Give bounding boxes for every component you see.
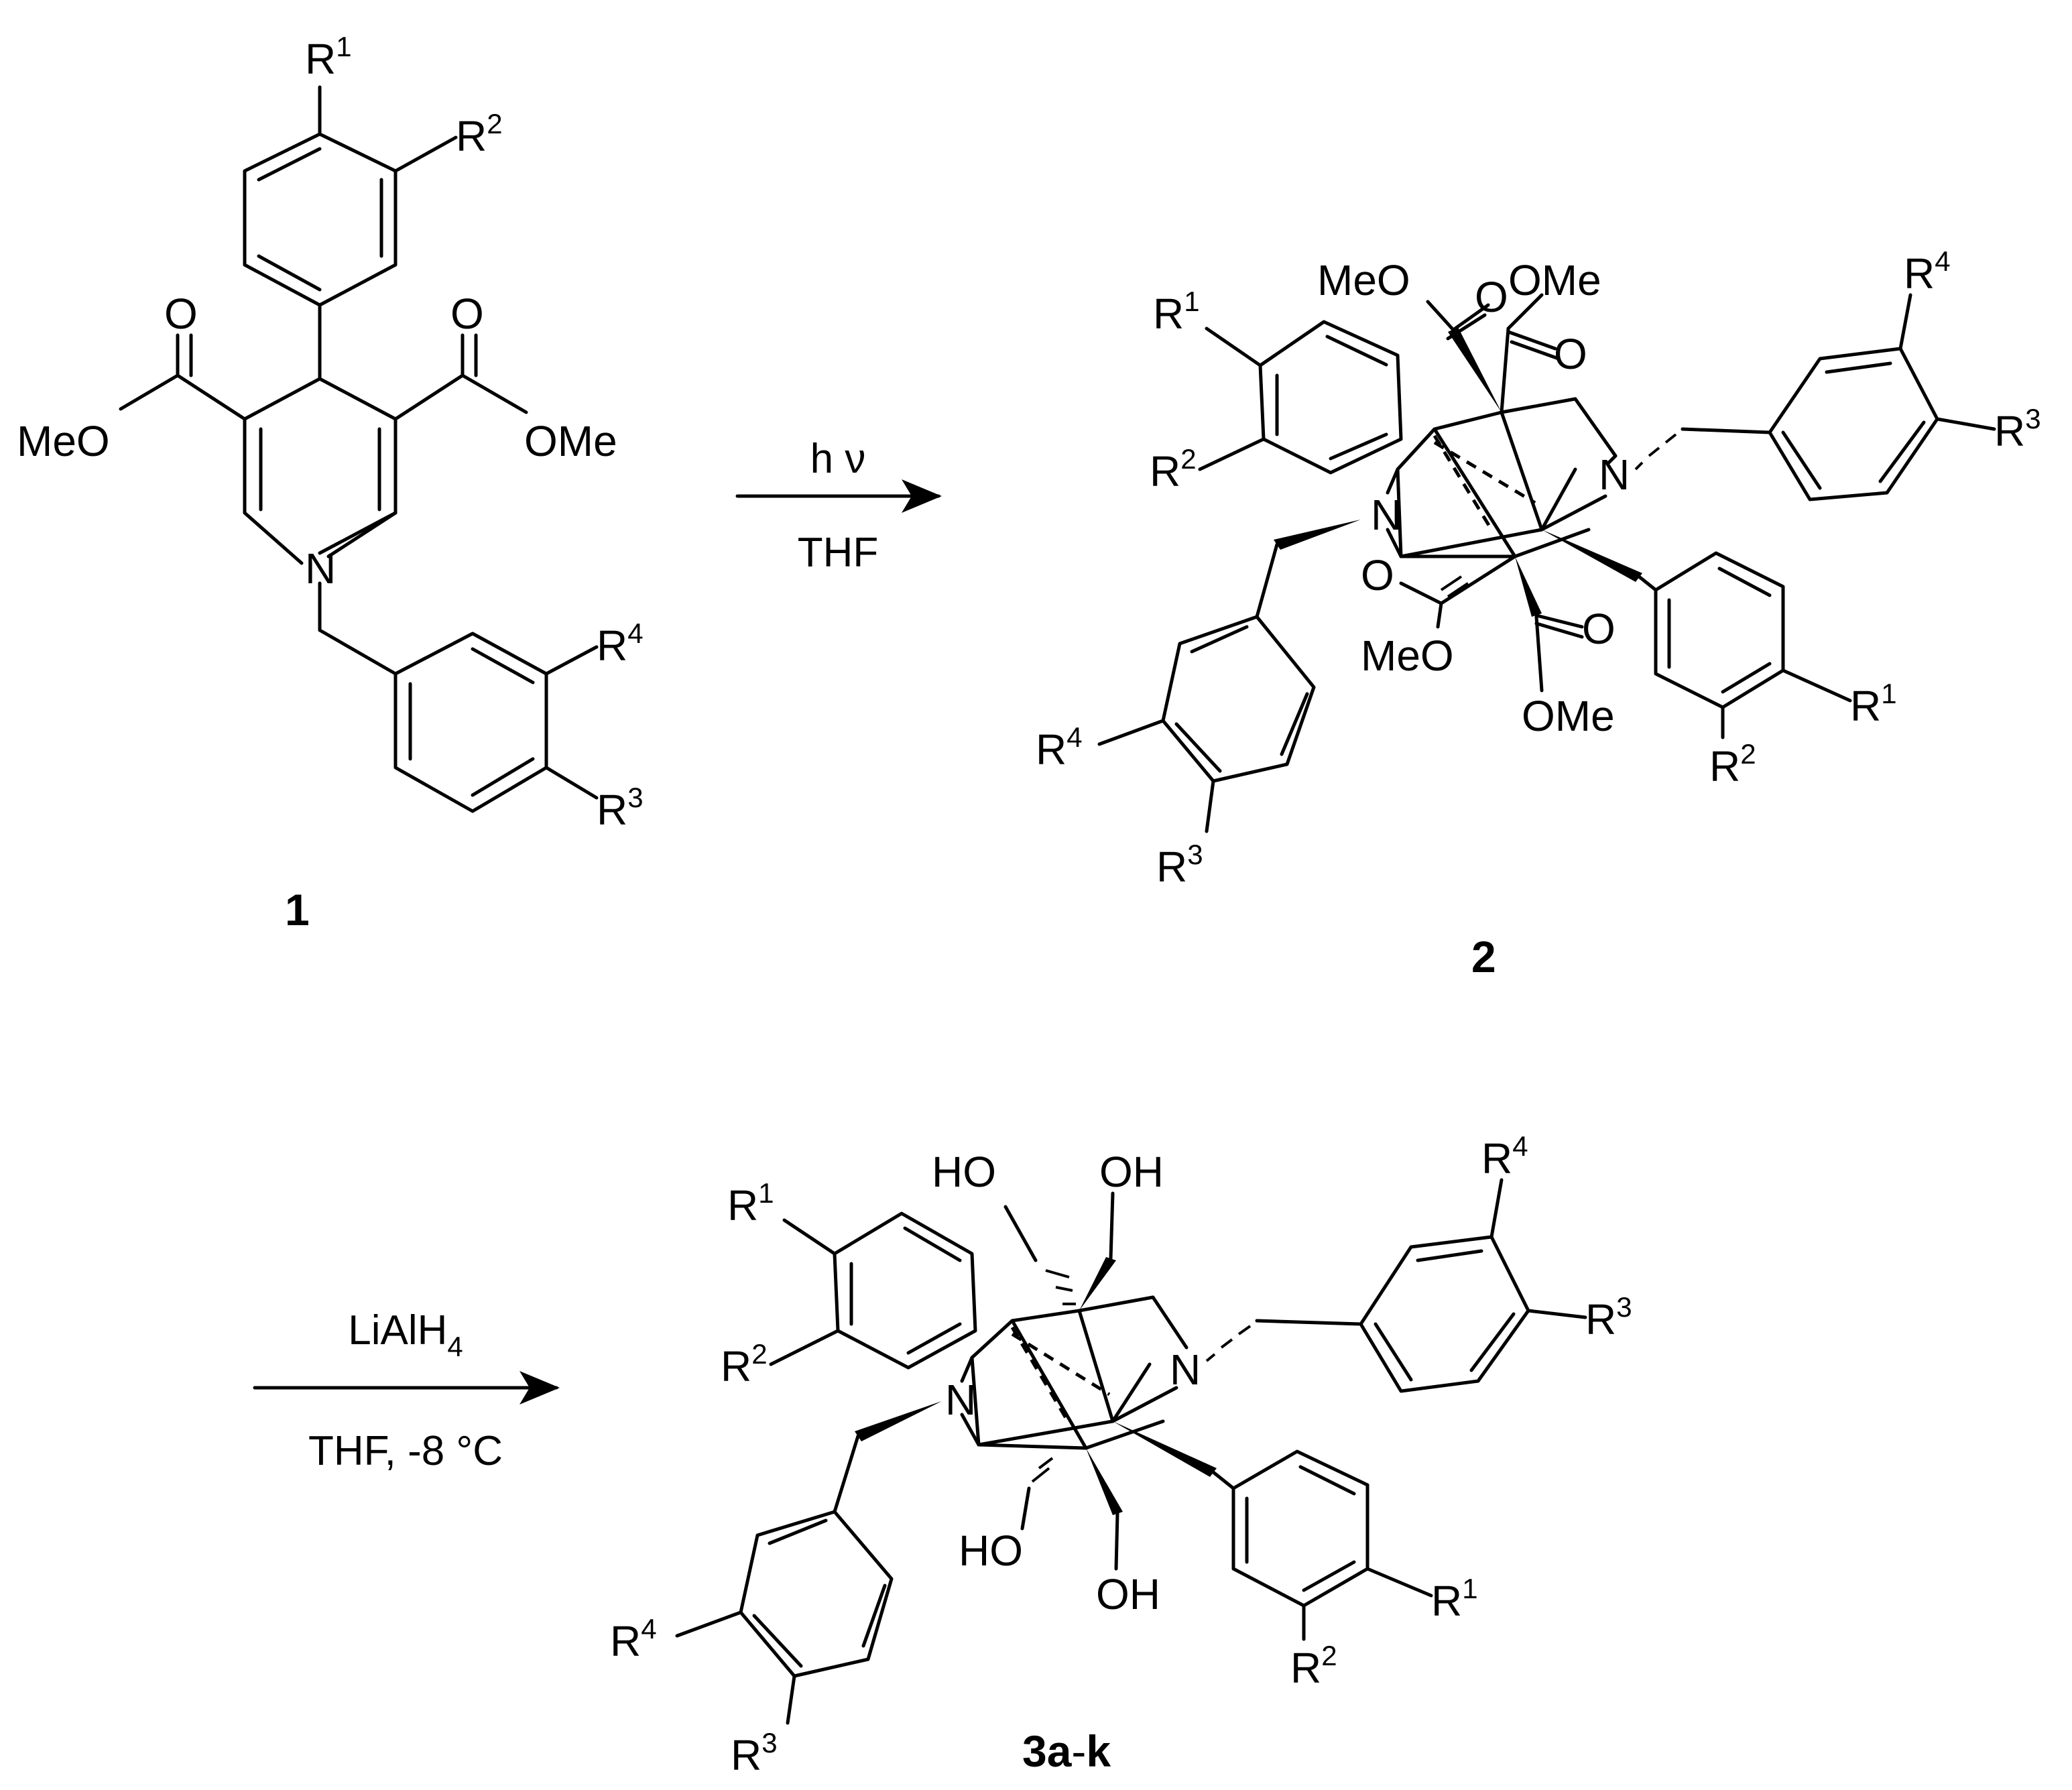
compound-3: HO OH N N HO OH R1 R2 R4 R3 R4 R3 R1 R2 … — [610, 1130, 1632, 1779]
c3-hydroxyl-top-right: OH — [1099, 1148, 1164, 1196]
compound-1-bonds — [119, 85, 599, 813]
c2-r4-top-right: R4 — [1904, 245, 1951, 298]
c2-compound-label: 2 — [1471, 932, 1496, 981]
step1-condition-above: h ν — [810, 436, 866, 482]
c3-nitrogen-left: N — [945, 1376, 976, 1424]
c3-r3-bottom-left: R3 — [731, 1727, 778, 1779]
compound-3-bonds — [675, 1178, 1587, 1725]
c2-oxygen-bottom-right: O — [1582, 605, 1616, 653]
compound-2-bonds — [1097, 293, 1996, 833]
compound-3-labels: HO OH N N HO OH R1 R2 R4 R3 R4 R3 R1 R2 … — [610, 1130, 1632, 1779]
c1-r2: R2 — [456, 108, 503, 160]
c2-oxygen-top-carbonyl: O — [1554, 330, 1587, 378]
compound-2: MeO O OMe O N N O MeO O OMe R1 R2 R4 R3 … — [1036, 245, 2041, 981]
c3-hydroxyl-top-left: HO — [932, 1148, 996, 1196]
c3-r1-top-left: R1 — [727, 1177, 774, 1230]
c2-r4-bottom-left: R4 — [1036, 721, 1083, 774]
c2-methoxy-bottom-left: MeO — [1361, 632, 1454, 680]
step1-condition-below: THF — [798, 530, 879, 576]
c2-methoxy-top-right: OMe — [1508, 256, 1601, 304]
c3-hydroxyl-bottom-left: HO — [959, 1527, 1023, 1575]
c3-r3-top-right: R3 — [1585, 1291, 1632, 1344]
compound-2-labels: MeO O OMe O N N O MeO O OMe R1 R2 R4 R3 … — [1036, 245, 2041, 981]
c3-r2-top-left: R2 — [721, 1338, 768, 1390]
c3-compound-label: 3a-k — [1022, 1726, 1111, 1776]
step2-condition-above: LiAlH4 — [348, 1307, 463, 1362]
c3-r4-bottom-left: R4 — [610, 1613, 657, 1665]
c2-r3-bottom-left: R3 — [1156, 839, 1203, 891]
c2-r1-bottom-right: R1 — [1850, 678, 1897, 730]
c2-nitrogen-left: N — [1371, 491, 1402, 539]
step2-condition-below: THF, -8 °C — [308, 1428, 503, 1474]
c2-r2-top-left: R2 — [1150, 443, 1197, 495]
c2-methoxy-bottom-right: OMe — [1522, 692, 1615, 740]
c2-oxygen-bottom-carbonyl: O — [1361, 551, 1394, 599]
c1-oxygen-right: O — [450, 290, 484, 338]
c1-r4: R4 — [597, 617, 644, 670]
compound-1-labels: O O MeO OMe N R1 R2 R4 R3 1 — [17, 31, 644, 935]
c1-r1: R1 — [305, 31, 352, 83]
c1-methoxy-right: OMe — [524, 417, 617, 465]
c1-r3: R3 — [597, 782, 644, 834]
c2-nitrogen-right: N — [1599, 451, 1630, 499]
c2-r3-top-right: R3 — [1994, 403, 2041, 455]
c2-r1-top-left: R1 — [1153, 286, 1200, 338]
c2-oxygen-top: O — [1475, 273, 1508, 321]
c1-nitrogen: N — [305, 544, 336, 593]
reaction-arrow-2: LiAlH4 THF, -8 °C — [253, 1307, 560, 1474]
c2-methoxy-top-left: MeO — [1317, 256, 1410, 304]
c3-nitrogen-right: N — [1170, 1346, 1201, 1394]
c1-methoxy-left: MeO — [17, 417, 110, 465]
c1-compound-label: 1 — [285, 885, 310, 935]
c3-hydroxyl-bottom-right: OH — [1096, 1570, 1160, 1618]
c3-r2-bottom-right: R2 — [1290, 1640, 1337, 1692]
c1-oxygen-left: O — [164, 290, 198, 338]
reaction-arrow-1: h ν THF — [735, 436, 942, 576]
c3-r1-bottom-right: R1 — [1431, 1573, 1478, 1625]
c2-r2-bottom-right: R2 — [1709, 738, 1756, 790]
c3-r4-top-right: R4 — [1481, 1130, 1528, 1183]
compound-1: O O MeO OMe N R1 R2 R4 R3 1 — [17, 31, 644, 935]
